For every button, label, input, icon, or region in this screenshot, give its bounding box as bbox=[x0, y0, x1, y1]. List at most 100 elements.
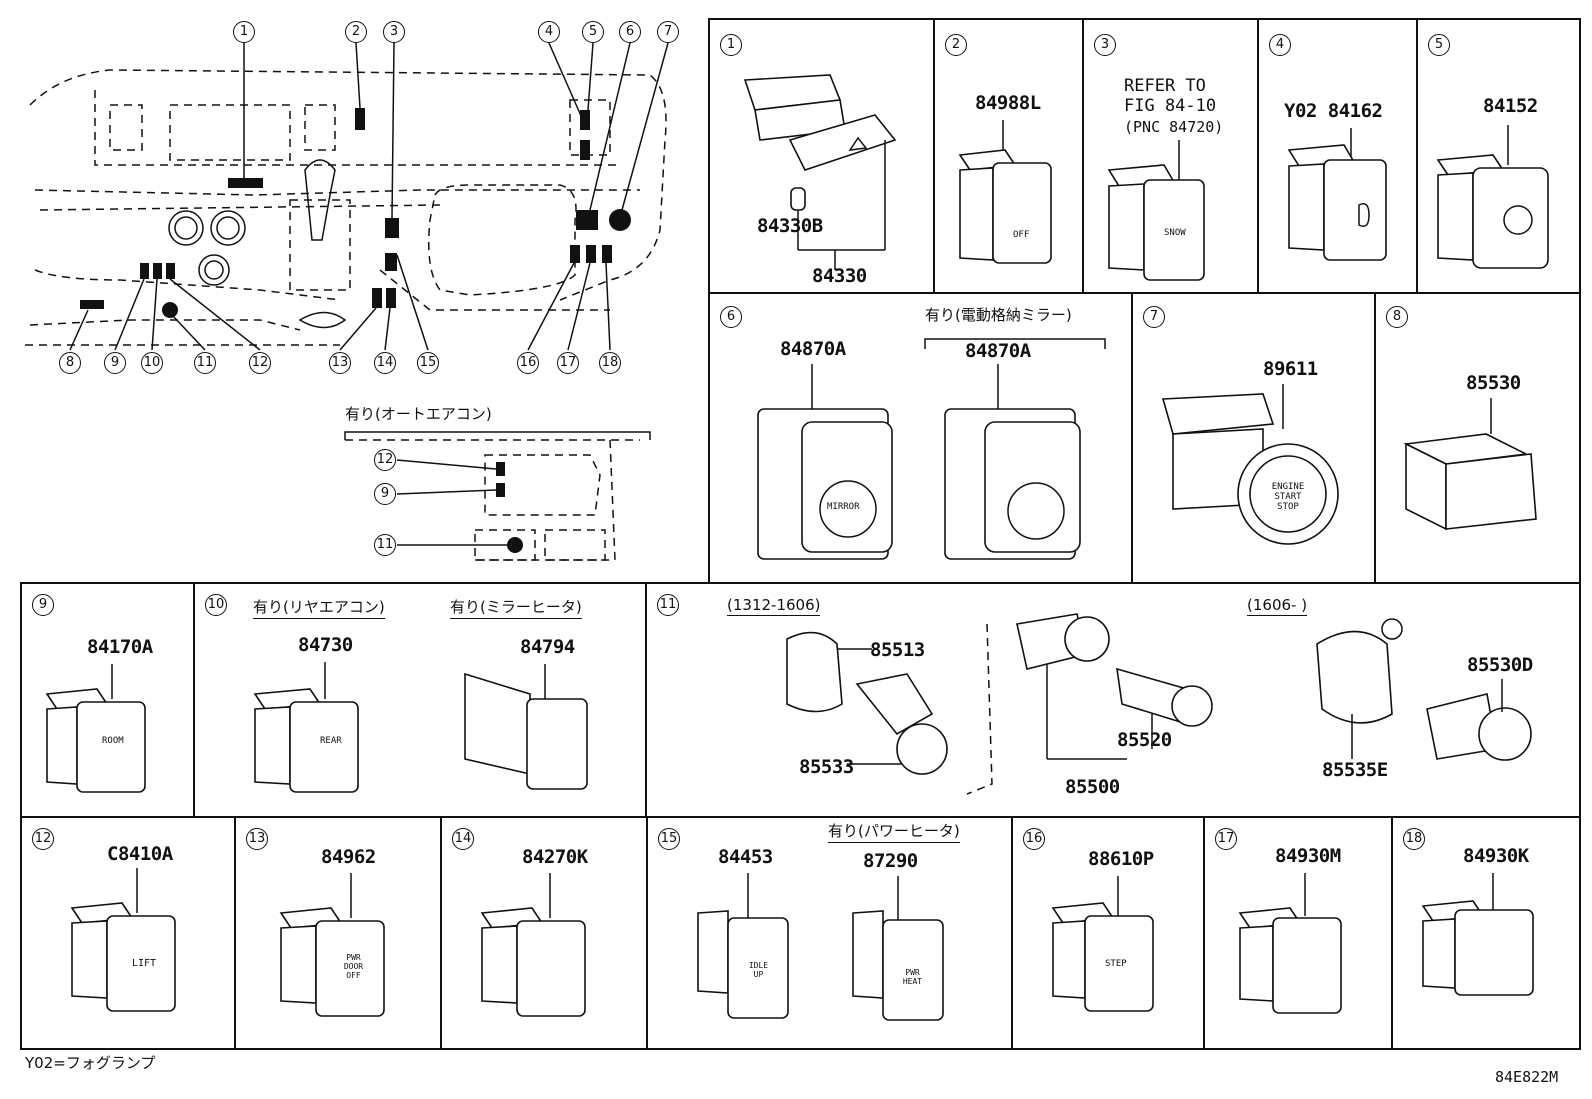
callout-10: 10 bbox=[141, 352, 163, 374]
part-number: 85535E bbox=[1322, 759, 1388, 781]
part-number: 84988L bbox=[975, 92, 1041, 114]
cell-number: 2 bbox=[945, 34, 967, 56]
condition-label: 有り(パワーヒータ) bbox=[828, 820, 960, 843]
switch-drawing bbox=[1238, 873, 1342, 1014]
part-number: 84962 bbox=[321, 846, 376, 868]
part-number: 85513 bbox=[870, 639, 925, 661]
switch-icon-text: ROOM bbox=[102, 736, 124, 746]
cell-11: 11 (1312-1606) (1606- ) 85513 85533 8552… bbox=[645, 582, 1581, 818]
switch-icon-text: STEP bbox=[1105, 959, 1127, 969]
cell-13: 13 84962 PWR DOOR OFF bbox=[234, 816, 442, 1050]
callout-12: 12 bbox=[249, 352, 271, 374]
callout-5: 5 bbox=[582, 21, 604, 43]
cell-1: 1 84330B 84330 bbox=[708, 18, 935, 294]
part-number: 84870A bbox=[780, 338, 846, 360]
cell-5: 5 84152 bbox=[1416, 18, 1581, 294]
part-number: 84152 bbox=[1483, 95, 1538, 117]
switch-icon-text: ENGINE START STOP bbox=[1271, 482, 1305, 512]
callout-3: 3 bbox=[383, 21, 405, 43]
cell-2: 2 84988L OFF bbox=[933, 18, 1084, 294]
part-number: 84453 bbox=[718, 846, 773, 868]
cell-number: 13 bbox=[246, 828, 268, 850]
dashboard-overview: 1 2 3 4 5 6 7 8 9 10 11 12 13 14 15 16 1… bbox=[0, 0, 700, 580]
inset-callout-11: 11 bbox=[374, 534, 396, 556]
switch-drawing bbox=[1403, 398, 1537, 531]
switch-icon-text: PWR DOOR OFF bbox=[343, 953, 364, 980]
cell-number: 15 bbox=[658, 828, 680, 850]
mirror-switch-drawing bbox=[757, 338, 1106, 560]
cell-3: 3 REFER TO FIG 84-10 (PNC 84720) SNOW bbox=[1082, 18, 1259, 294]
part-number: 85530 bbox=[1466, 372, 1521, 394]
part-number: 89611 bbox=[1263, 358, 1318, 380]
cell-18: 18 84930K bbox=[1391, 816, 1581, 1050]
refer-line-2: FIG 84-10 bbox=[1124, 96, 1217, 116]
part-number: 85520 bbox=[1117, 729, 1172, 751]
part-number: 84794 bbox=[520, 636, 575, 658]
switch-drawing bbox=[1051, 876, 1154, 1012]
inset-callout-9: 9 bbox=[374, 483, 396, 505]
switch-icon-text: SNOW bbox=[1164, 228, 1186, 238]
cell-number: 12 bbox=[32, 828, 54, 850]
switch-icon-text: IDLE UP bbox=[748, 961, 769, 979]
cell-14: 14 84270K bbox=[440, 816, 648, 1050]
switch-drawing bbox=[70, 868, 176, 1012]
callout-13: 13 bbox=[329, 352, 351, 374]
callout-9: 9 bbox=[104, 352, 126, 374]
switch-icon-text: MIRROR bbox=[827, 502, 860, 512]
cell-number: 18 bbox=[1403, 828, 1425, 850]
cell-4: 4 Y02 84162 bbox=[1257, 18, 1418, 294]
part-number: 84270K bbox=[522, 846, 588, 868]
switch-icon-text: LIFT bbox=[132, 958, 157, 969]
callout-2: 2 bbox=[345, 21, 367, 43]
inset-callout-12: 12 bbox=[374, 449, 396, 471]
part-number: 84330B bbox=[757, 215, 823, 237]
callout-16: 16 bbox=[517, 352, 539, 374]
cell-number: 1 bbox=[720, 34, 742, 56]
part-number: 84330 bbox=[812, 265, 867, 287]
switch-drawing bbox=[1436, 125, 1549, 269]
part-number: 84930M bbox=[1275, 845, 1341, 867]
cell-15: 15 有り(パワーヒータ) 84453 87290 IDLE UP PWR HE… bbox=[646, 816, 1013, 1050]
cell-16: 16 88610P STEP bbox=[1011, 816, 1205, 1050]
callout-1: 1 bbox=[233, 21, 255, 43]
cell-number: 3 bbox=[1094, 34, 1116, 56]
cell-6: 6 有り(電動格納ミラー) 84870A 84870A MIRROR bbox=[708, 292, 1133, 584]
part-number: 85530D bbox=[1467, 654, 1533, 676]
callout-6: 6 bbox=[619, 21, 641, 43]
part-number: 85500 bbox=[1065, 776, 1120, 798]
callout-18: 18 bbox=[599, 352, 621, 374]
date-range: (1312-1606) bbox=[727, 596, 821, 616]
switch-drawing bbox=[480, 873, 586, 1017]
part-number: 87290 bbox=[863, 850, 918, 872]
cell-10: 10 有り(リヤエアコン) 有り(ミラーヒータ) 84730 84794 REA… bbox=[193, 582, 647, 818]
switch-drawing bbox=[1421, 873, 1534, 996]
refer-line-1: REFER TO bbox=[1124, 76, 1206, 96]
part-number: 88610P bbox=[1088, 848, 1154, 870]
socket-parts-drawing bbox=[786, 613, 1532, 795]
cell-number: 16 bbox=[1023, 828, 1045, 850]
callout-14: 14 bbox=[374, 352, 396, 374]
switch-icon-text: OFF bbox=[1013, 230, 1030, 240]
hazard-switch-drawing bbox=[743, 74, 897, 270]
callout-17: 17 bbox=[557, 352, 579, 374]
condition-label: 有り(リヤエアコン) bbox=[253, 596, 385, 619]
refer-line-3: (PNC 84720) bbox=[1124, 118, 1224, 136]
cell-number: 9 bbox=[32, 594, 54, 616]
cell-number: 7 bbox=[1143, 306, 1165, 328]
switch-icon-text: PWR HEAT bbox=[902, 968, 923, 986]
part-number: 84730 bbox=[298, 634, 353, 656]
switch-icon-text: REAR bbox=[320, 736, 342, 746]
part-number: 84930K bbox=[1463, 845, 1529, 867]
cell-number: 11 bbox=[657, 594, 679, 616]
dashboard-outline-drawing bbox=[25, 42, 669, 561]
callout-7: 7 bbox=[657, 21, 679, 43]
callout-8: 8 bbox=[59, 352, 81, 374]
switch-drawing bbox=[697, 873, 944, 1021]
callout-15: 15 bbox=[417, 352, 439, 374]
cell-8: 8 85530 bbox=[1374, 292, 1581, 584]
start-button-drawing bbox=[1161, 384, 1339, 545]
callout-11: 11 bbox=[194, 352, 216, 374]
cell-number: 17 bbox=[1215, 828, 1237, 850]
part-number: C8410A bbox=[107, 843, 173, 865]
cell-9: 9 84170A ROOM bbox=[20, 582, 195, 818]
